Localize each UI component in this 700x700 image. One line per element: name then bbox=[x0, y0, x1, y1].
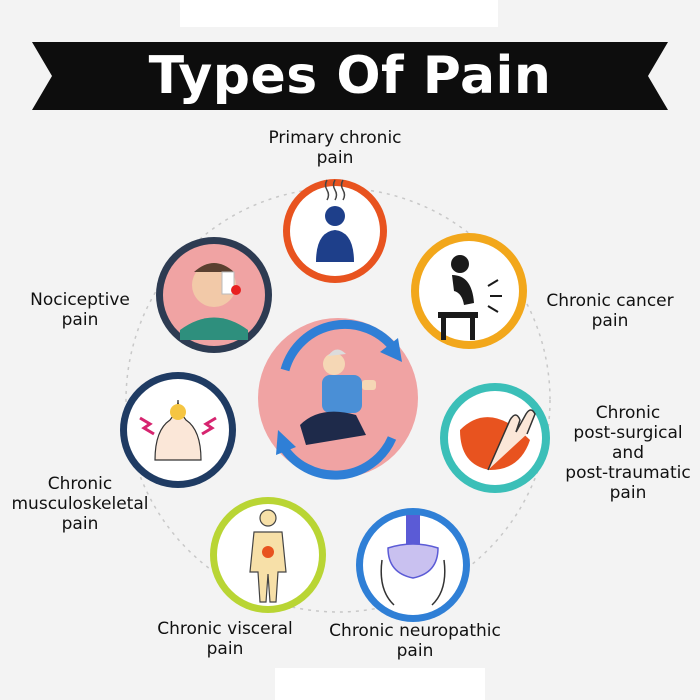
top-white-strip bbox=[180, 0, 498, 27]
label-chronic-musculoskeletal-pain: Chronic musculoskeletal pain bbox=[11, 474, 149, 534]
chronic-neuropathic-pain-icon bbox=[356, 508, 470, 622]
label-chronic-neuropathic-pain: Chronic neuropathic pain bbox=[329, 621, 501, 661]
label-chronic-cancer-pain: Chronic cancer pain bbox=[546, 291, 674, 331]
title-banner bbox=[32, 42, 668, 110]
primary-chronic-pain-icon bbox=[283, 179, 387, 283]
nociceptive-pain-icon bbox=[156, 237, 272, 353]
page-title: Types Of Pain bbox=[148, 46, 552, 106]
chronic-visceral-pain-icon bbox=[210, 497, 326, 613]
label-chronic-post-surgical-pain: Chronic post-surgical and post-traumatic… bbox=[565, 403, 691, 503]
label-primary-chronic-pain: Primary chronic pain bbox=[268, 128, 402, 168]
label-chronic-visceral-pain: Chronic visceral pain bbox=[157, 619, 293, 659]
chronic-musculoskeletal-pain-icon bbox=[120, 372, 236, 488]
label-nociceptive-pain: Nociceptive pain bbox=[30, 290, 130, 330]
chronic-post-surgical-pain-icon bbox=[440, 383, 550, 493]
bottom-white-strip bbox=[275, 668, 485, 700]
chronic-cancer-pain-icon bbox=[411, 233, 527, 349]
center-pain-illustration bbox=[258, 318, 418, 480]
